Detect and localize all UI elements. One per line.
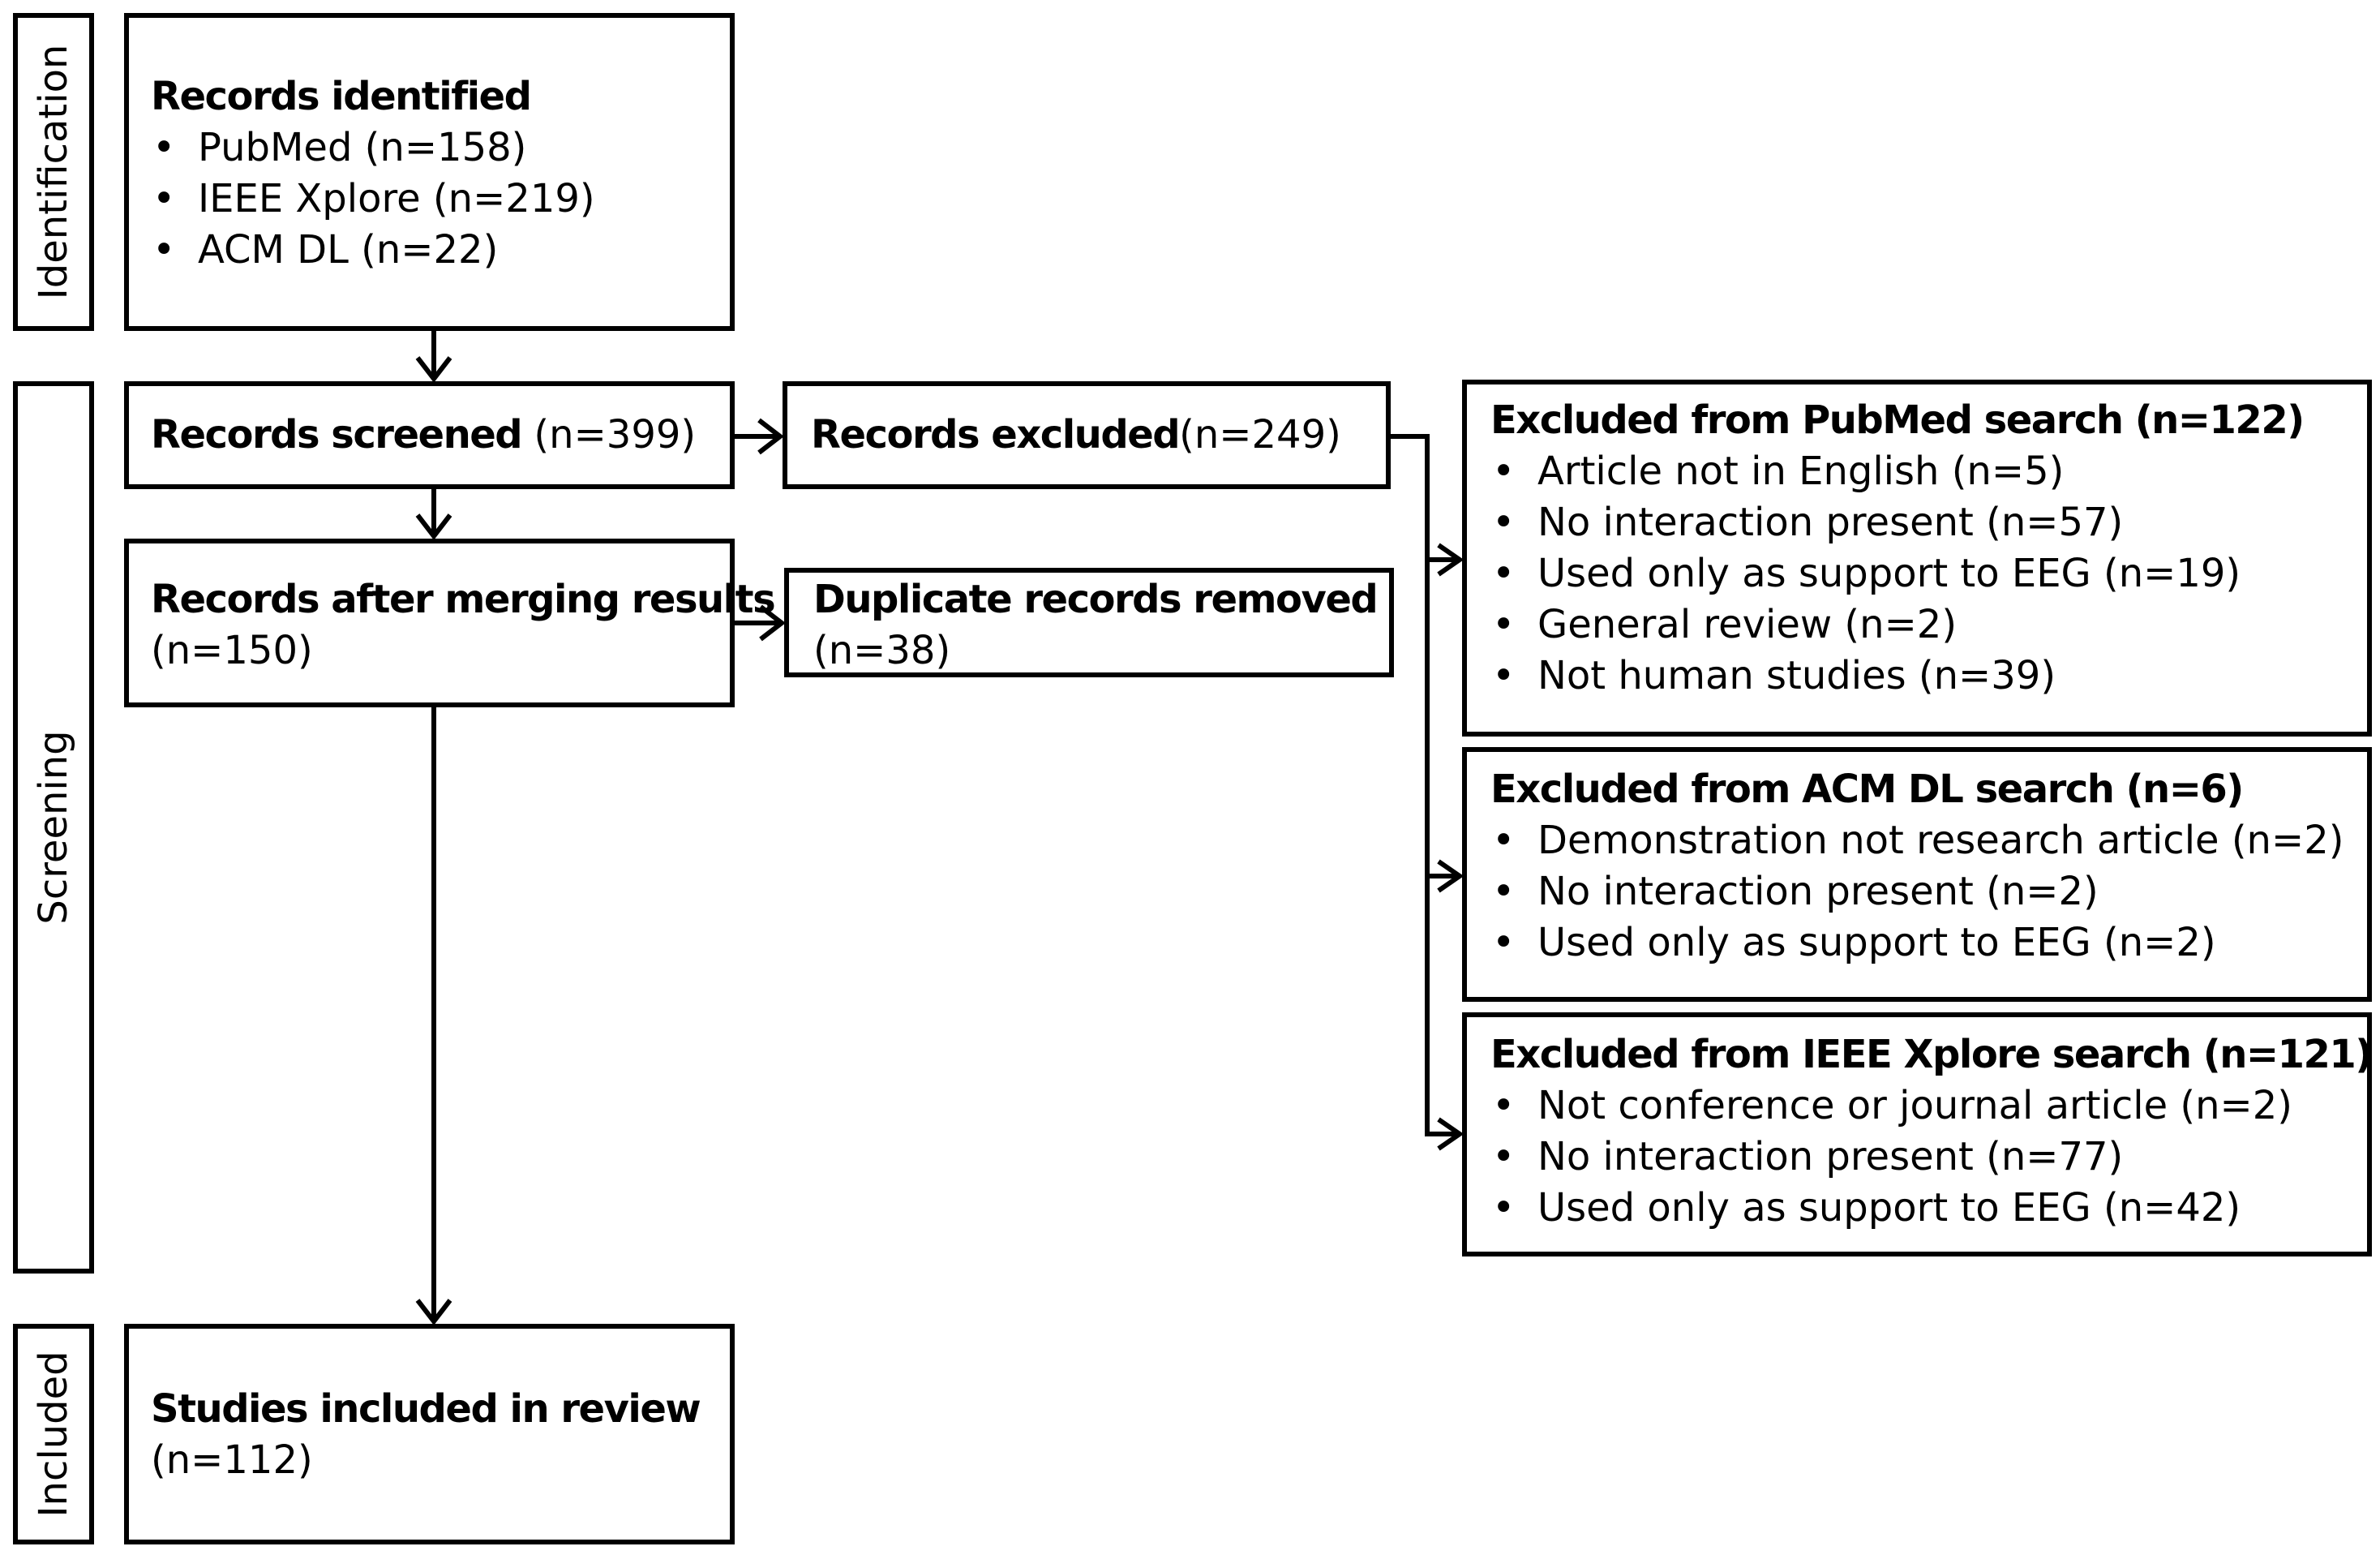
studies-included-text: Studies included in review (n=112) xyxy=(151,1384,701,1486)
ieee-excluded-title: Excluded from IEEE Xplore search (n=121) xyxy=(1490,1032,2373,1077)
arrowhead-down xyxy=(415,356,452,383)
list-item: No interaction present (n=77) xyxy=(1490,1132,2372,1183)
list-item: General review (n=2) xyxy=(1490,599,2304,651)
studies-included-box xyxy=(124,1324,735,1544)
list-item: Demonstration not research article (n=2) xyxy=(1490,815,2344,866)
studies-included-count: (n=112) xyxy=(151,1437,313,1483)
list-item: Used only as support to EEG (n=2) xyxy=(1490,917,2344,969)
studies-included-title: Studies included in review xyxy=(151,1386,701,1432)
list-item: Article not in English (n=5) xyxy=(1490,446,2304,497)
records-identified-title: Records identified xyxy=(151,74,532,119)
list-item: No interaction present (n=2) xyxy=(1490,866,2344,917)
duplicates-text: Duplicate records removed (n=38) xyxy=(813,574,1379,677)
connector-excluded-branch xyxy=(1391,434,1459,1136)
records-excluded-count: (n=249) xyxy=(1179,412,1341,457)
list-item: Used only as support to EEG (n=42) xyxy=(1490,1183,2372,1234)
arrowhead-down xyxy=(415,513,452,540)
phase-screening-box xyxy=(13,381,94,1274)
arrowhead-right xyxy=(1437,859,1464,893)
list-item: PubMed (n=158) xyxy=(151,122,595,174)
acm-excluded-list: Demonstration not research article (n=2)… xyxy=(1490,815,2344,969)
acm-excluded-title: Excluded from ACM DL search (n=6) xyxy=(1490,767,2244,812)
list-item: Not human studies (n=39) xyxy=(1490,651,2304,702)
records-screened-count: (n=399) xyxy=(521,412,697,457)
pubmed-excluded-content: Excluded from PubMed search (n=122) Arti… xyxy=(1490,395,2305,702)
arrowhead-right xyxy=(759,604,786,642)
records-excluded-text: Records excluded(n=249) xyxy=(811,410,1341,461)
arrowhead-right xyxy=(1437,1117,1464,1151)
phase-included-box xyxy=(13,1324,94,1544)
arrowhead-right xyxy=(1437,543,1464,577)
duplicates-title: Duplicate records removed xyxy=(813,577,1379,622)
duplicates-box xyxy=(784,568,1394,677)
ieee-excluded-list: Not conference or journal article (n=2) … xyxy=(1490,1080,2372,1234)
arrowhead-right xyxy=(757,418,784,455)
arrowhead-down xyxy=(415,1299,452,1325)
records-screened-text: Records screened (n=399) xyxy=(151,410,696,461)
records-merged-text: Records after merging results (n=150) xyxy=(151,574,776,677)
records-merged-box xyxy=(124,539,735,707)
phase-identification-box xyxy=(13,13,94,331)
acm-excluded-content: Excluded from ACM DL search (n=6) Demons… xyxy=(1490,764,2344,969)
records-screened-box xyxy=(124,381,735,489)
ieee-excluded-content: Excluded from IEEE Xplore search (n=121)… xyxy=(1490,1029,2373,1234)
list-item: IEEE Xplore (n=219) xyxy=(151,174,595,225)
pubmed-excluded-list: Article not in English (n=5) No interact… xyxy=(1490,446,2304,702)
records-excluded-title: Records excluded xyxy=(811,412,1181,457)
pubmed-excluded-title: Excluded from PubMed search (n=122) xyxy=(1490,397,2305,443)
duplicates-count: (n=38) xyxy=(813,628,951,673)
list-item: Not conference or journal article (n=2) xyxy=(1490,1080,2372,1132)
records-merged-count: (n=150) xyxy=(151,628,313,673)
records-merged-title: Records after merging results xyxy=(151,577,776,622)
records-identified-list: PubMed (n=158) IEEE Xplore (n=219) ACM D… xyxy=(151,122,595,276)
records-excluded-box xyxy=(783,381,1391,489)
list-item: No interaction present (n=57) xyxy=(1490,497,2304,548)
list-item: ACM DL (n=22) xyxy=(151,225,595,276)
records-screened-title: Records screened xyxy=(151,412,523,457)
list-item: Used only as support to EEG (n=19) xyxy=(1490,548,2304,599)
records-identified-content: Records identified PubMed (n=158) IEEE X… xyxy=(151,71,595,276)
